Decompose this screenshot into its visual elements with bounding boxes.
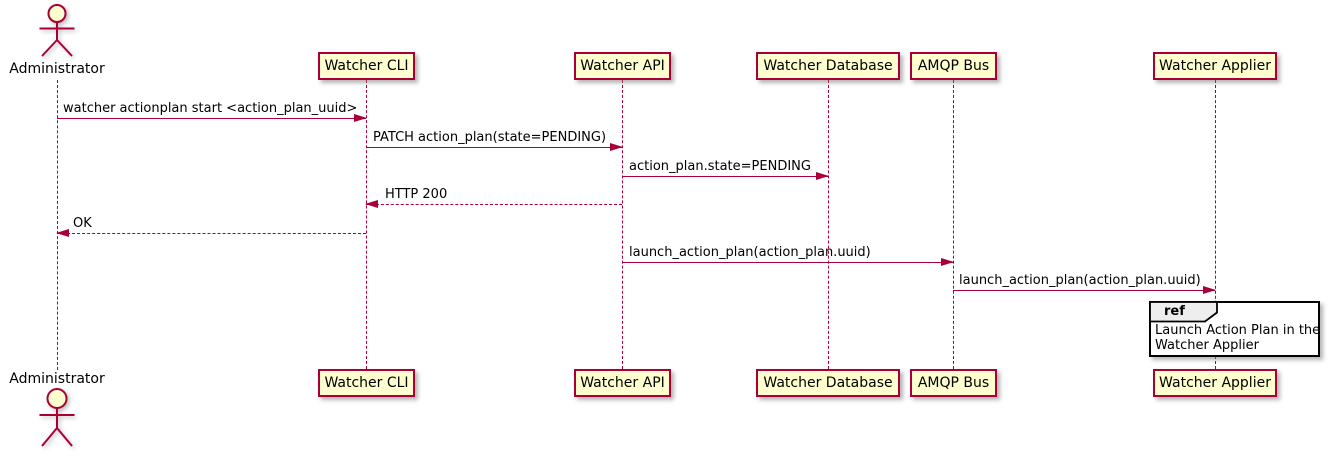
message-3-arrow (622, 172, 829, 180)
lifeline-watcher-api (622, 80, 623, 369)
actor-label-bottom: Administrator (9, 371, 105, 387)
lifeline-watcher-applier (1215, 80, 1216, 369)
arrowhead-right-icon (354, 114, 367, 122)
ref-text-line2: Watcher Applier (1155, 338, 1259, 353)
participant-label: Watcher Applier (1159, 375, 1271, 391)
participant-label: Watcher CLI (324, 58, 409, 74)
message-6-arrow (622, 258, 954, 266)
lifeline-amqp-bus (953, 80, 954, 369)
participant-label: AMQP Bus (917, 375, 990, 391)
actor-label-top: Administrator (9, 61, 105, 77)
message-5-arrow (56, 229, 366, 237)
arrowhead-right-icon (941, 258, 954, 266)
message-5-label: OK (73, 216, 92, 231)
arrowhead-left-icon (56, 229, 69, 237)
message-1-arrow (57, 114, 367, 122)
ref-fragment: ref Launch Action Plan in the Watcher Ap… (1149, 301, 1320, 357)
ref-text-line1: Launch Action Plan in the (1155, 323, 1321, 338)
participant-bottom-watcher-database: Watcher Database (756, 369, 900, 397)
arrowhead-right-icon (610, 143, 623, 151)
message-4-label: HTTP 200 (385, 187, 448, 202)
participant-top-amqp-bus: AMQP Bus (910, 52, 997, 80)
ref-text: Launch Action Plan in the Watcher Applie… (1155, 323, 1320, 353)
lifeline-administrator (57, 80, 58, 370)
participant-bottom-amqp-bus: AMQP Bus (910, 369, 997, 397)
participant-label: Watcher API (580, 58, 665, 74)
actor-figure-icon (39, 4, 75, 57)
participant-label: Watcher Database (763, 58, 893, 74)
participant-bottom-watcher-applier: Watcher Applier (1153, 369, 1277, 397)
participant-top-watcher-cli: Watcher CLI (318, 52, 415, 80)
participant-top-watcher-database: Watcher Database (756, 52, 900, 80)
participant-label: Watcher Applier (1159, 58, 1271, 74)
arrowhead-left-icon (365, 200, 378, 208)
participant-label: Watcher API (580, 375, 665, 391)
message-4-arrow (365, 200, 622, 208)
ref-keyword: ref (1164, 304, 1185, 319)
message-2-arrow (366, 143, 623, 151)
ref-tab-icon (1149, 301, 1218, 323)
message-2-label: PATCH action_plan(state=PENDING) (373, 130, 607, 145)
message-3-label: action_plan.state=PENDING (629, 159, 811, 174)
participant-top-watcher-applier: Watcher Applier (1153, 52, 1277, 80)
participant-label: Watcher Database (763, 375, 893, 391)
participant-top-watcher-api: Watcher API (574, 52, 671, 80)
arrowhead-right-icon (1203, 286, 1216, 294)
actor-figure-icon (39, 388, 75, 447)
message-1-label: watcher actionplan start <action_plan_uu… (63, 101, 358, 116)
participant-label: Watcher CLI (324, 375, 409, 391)
lifeline-watcher-cli (366, 80, 367, 369)
lifeline-watcher-database (828, 80, 829, 369)
arrowhead-right-icon (816, 172, 829, 180)
message-7-arrow (953, 286, 1216, 294)
participant-bottom-watcher-cli: Watcher CLI (318, 369, 415, 397)
participant-bottom-watcher-api: Watcher API (574, 369, 671, 397)
participant-label: AMQP Bus (917, 58, 990, 74)
message-7-label: launch_action_plan(action_plan.uuid) (959, 273, 1201, 288)
message-6-label: launch_action_plan(action_plan.uuid) (629, 245, 871, 260)
